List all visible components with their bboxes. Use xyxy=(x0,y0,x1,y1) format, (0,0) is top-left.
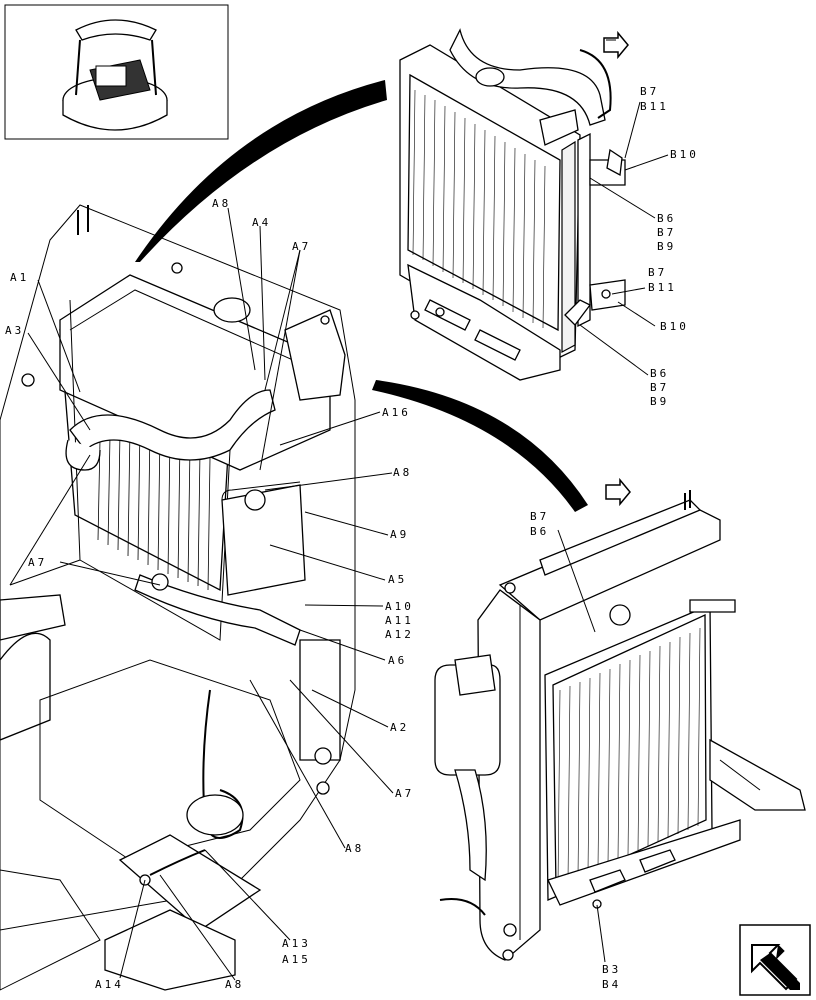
callout-b11: B11 xyxy=(648,281,677,294)
callout-b7: B7 xyxy=(650,381,669,394)
callout-b10: B10 xyxy=(660,320,689,333)
callout-a1: A1 xyxy=(10,271,29,284)
callout-a15: A15 xyxy=(282,953,311,966)
direction-arrow-icon xyxy=(603,30,629,60)
callout-b7: B7 xyxy=(648,266,667,279)
callout-a8: A8 xyxy=(212,197,231,210)
next-page-arrow-icon[interactable] xyxy=(739,924,811,996)
direction-arrow-icon xyxy=(135,80,387,262)
machine-overview-icon xyxy=(4,4,229,140)
callout-b9: B9 xyxy=(657,240,676,253)
callout-labels: A1 A3 A8 A4 A7 A16 A8 A9 A5 A10 A11 A12 … xyxy=(5,85,699,991)
callout-a8: A8 xyxy=(225,978,244,991)
callout-a10: A10 xyxy=(385,600,414,613)
callout-a8: A8 xyxy=(393,466,412,479)
callout-a7: A7 xyxy=(28,556,47,569)
callout-a8: A8 xyxy=(345,842,364,855)
callout-b4: B4 xyxy=(602,978,621,991)
callout-a11: A11 xyxy=(385,614,414,627)
callout-b6: B6 xyxy=(657,212,676,225)
radiator-detail-top xyxy=(399,28,626,381)
callout-a12: A12 xyxy=(385,628,414,641)
direction-arrow-icon xyxy=(372,380,588,512)
callout-a7: A7 xyxy=(395,787,414,800)
callout-a2: A2 xyxy=(390,721,409,734)
callout-a14: A14 xyxy=(95,978,124,991)
callout-b7: B7 xyxy=(530,510,549,523)
callout-b9: B9 xyxy=(650,395,669,408)
callout-b10: B10 xyxy=(670,148,699,161)
callout-b11: B11 xyxy=(640,100,669,113)
callout-a5: A5 xyxy=(388,573,407,586)
callout-a16: A16 xyxy=(382,406,411,419)
callout-a4: A4 xyxy=(252,216,271,229)
callout-b6: B6 xyxy=(650,367,669,380)
direction-arrow-icon xyxy=(605,477,631,507)
callout-a3: A3 xyxy=(5,324,24,337)
cooling-assembly-main xyxy=(0,204,691,991)
callout-b7: B7 xyxy=(640,85,659,98)
callout-a7: A7 xyxy=(292,240,311,253)
callout-a6: A6 xyxy=(388,654,407,667)
radiator-assembly-bottom xyxy=(434,499,806,961)
callout-b7: B7 xyxy=(657,226,676,239)
callout-b6: B6 xyxy=(530,525,549,538)
callout-a13: A13 xyxy=(282,937,311,950)
callout-b3: B3 xyxy=(602,963,621,976)
callout-a9: A9 xyxy=(390,528,409,541)
